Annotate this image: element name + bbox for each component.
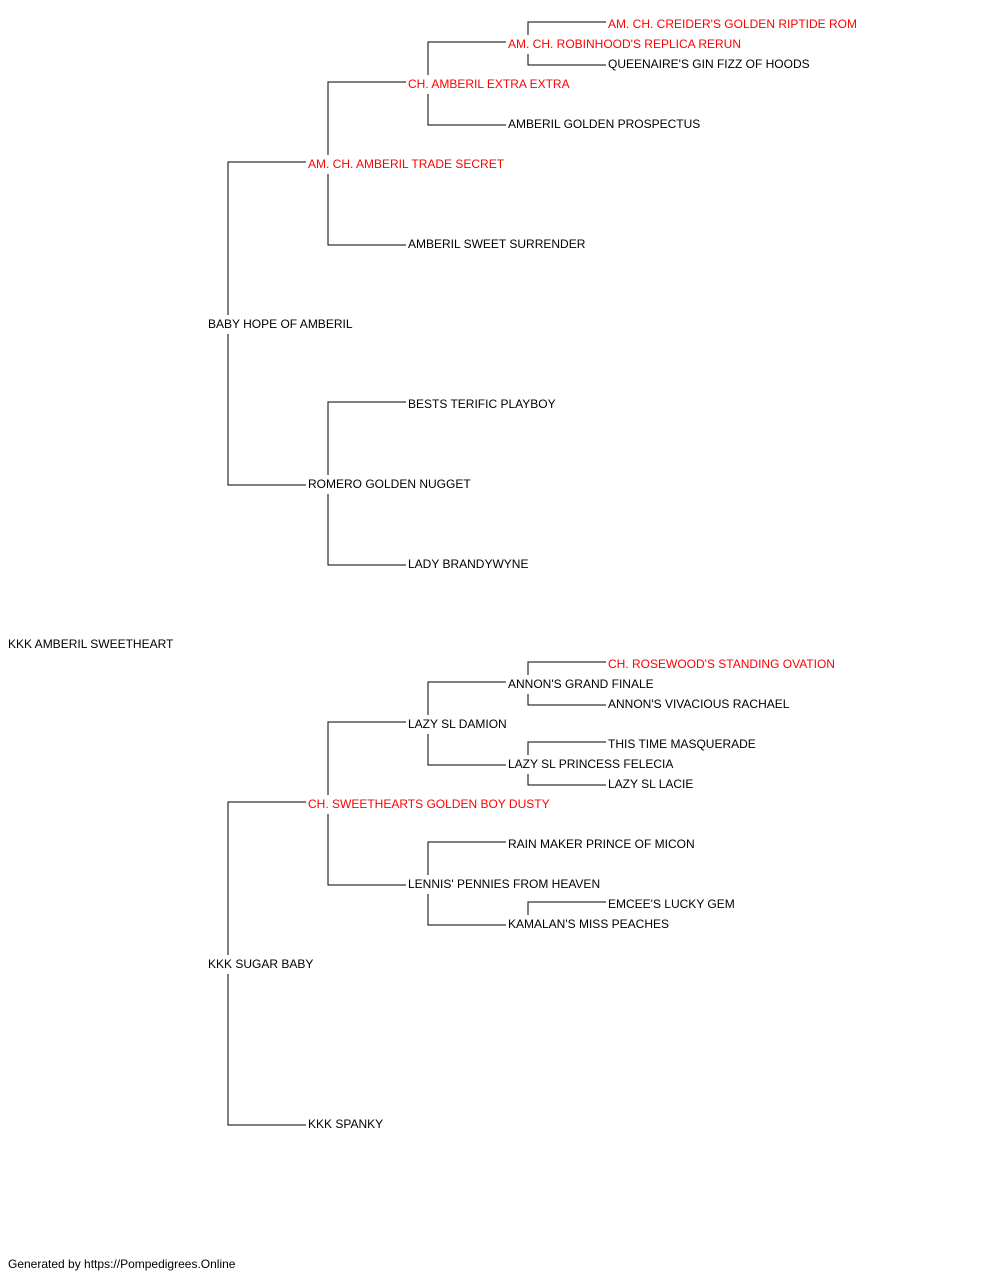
dsss-dam-name[interactable]: ANNON'S VIVACIOUS RACHAEL xyxy=(607,697,791,711)
sss-sire-name[interactable]: AM. CH. ROBINHOOD'S REPLICA RERUN xyxy=(507,37,742,51)
connector-sss-sire-bracket xyxy=(527,21,606,66)
sire-dam-name[interactable]: ROMERO GOLDEN NUGGET xyxy=(307,477,472,491)
ssss-dam-name[interactable]: QUEENAIRE'S GIN FIZZ OF HOODS xyxy=(607,57,811,71)
generated-by-footer: Generated by https://Pompedigrees.Online xyxy=(8,1257,236,1271)
ds-dam-name[interactable]: LENNIS' PENNIES FROM HEAVEN xyxy=(407,877,602,891)
ssss-sire-name[interactable]: AM. CH. CREIDER'S GOLDEN RIPTIDE ROM xyxy=(607,17,858,31)
connector-dam-sire-bracket xyxy=(327,721,406,886)
connector-subject-sire-bracket xyxy=(227,161,306,486)
dam-sire-name[interactable]: CH. SWEETHEARTS GOLDEN BOY DUSTY xyxy=(307,797,551,811)
dsss-sire-name[interactable]: CH. ROSEWOOD'S STANDING OVATION xyxy=(607,657,836,671)
ss-dam-name[interactable]: AMBERIL SWEET SURRENDER xyxy=(407,237,587,251)
dsd-sire-name[interactable]: RAIN MAKER PRINCE OF MICON xyxy=(507,837,696,851)
dam-dam-name[interactable]: KKK SPANKY xyxy=(307,1117,385,1131)
sire-name[interactable]: BABY HOPE OF AMBERIL xyxy=(207,317,354,331)
dss-dam-name[interactable]: LAZY SL PRINCESS FELECIA xyxy=(507,757,675,771)
dsd-dam-name[interactable]: KAMALAN'S MISS PEACHES xyxy=(507,917,671,931)
connector-dss-dam-bracket xyxy=(527,741,606,786)
connector-ds-dam-bracket xyxy=(427,841,506,926)
sd-dam-name[interactable]: LADY BRANDYWYNE xyxy=(407,557,530,571)
dsdd-sire-name[interactable]: EMCEE'S LUCKY GEM xyxy=(607,897,736,911)
dss-sire-name[interactable]: ANNON'S GRAND FINALE xyxy=(507,677,655,691)
ds-sire-name[interactable]: LAZY SL DAMION xyxy=(407,717,508,731)
connector-ds-sire-bracket xyxy=(427,681,506,766)
connector-sire-dam-bracket xyxy=(327,401,406,566)
connector-subject-dam-bracket xyxy=(227,801,306,1126)
connector-dss-sire-bracket xyxy=(527,661,606,706)
dssd-dam-name[interactable]: LAZY SL LACIE xyxy=(607,777,695,791)
connector-sire-sire-bracket xyxy=(327,81,406,246)
ss-sire-name[interactable]: CH. AMBERIL EXTRA EXTRA xyxy=(407,77,571,91)
sd-sire-name[interactable]: BESTS TERIFIC PLAYBOY xyxy=(407,397,557,411)
sire-sire-name[interactable]: AM. CH. AMBERIL TRADE SECRET xyxy=(307,157,506,171)
dssd-sire-name[interactable]: THIS TIME MASQUERADE xyxy=(607,737,757,751)
connector-ss-sire-bracket xyxy=(427,41,506,126)
dam-name[interactable]: KKK SUGAR BABY xyxy=(207,957,315,971)
connector-dsd-dam-bracket xyxy=(527,901,606,915)
sss-dam-name[interactable]: AMBERIL GOLDEN PROSPECTUS xyxy=(507,117,702,131)
subject-dog-name[interactable]: KKK AMBERIL SWEETHEART xyxy=(7,637,175,651)
